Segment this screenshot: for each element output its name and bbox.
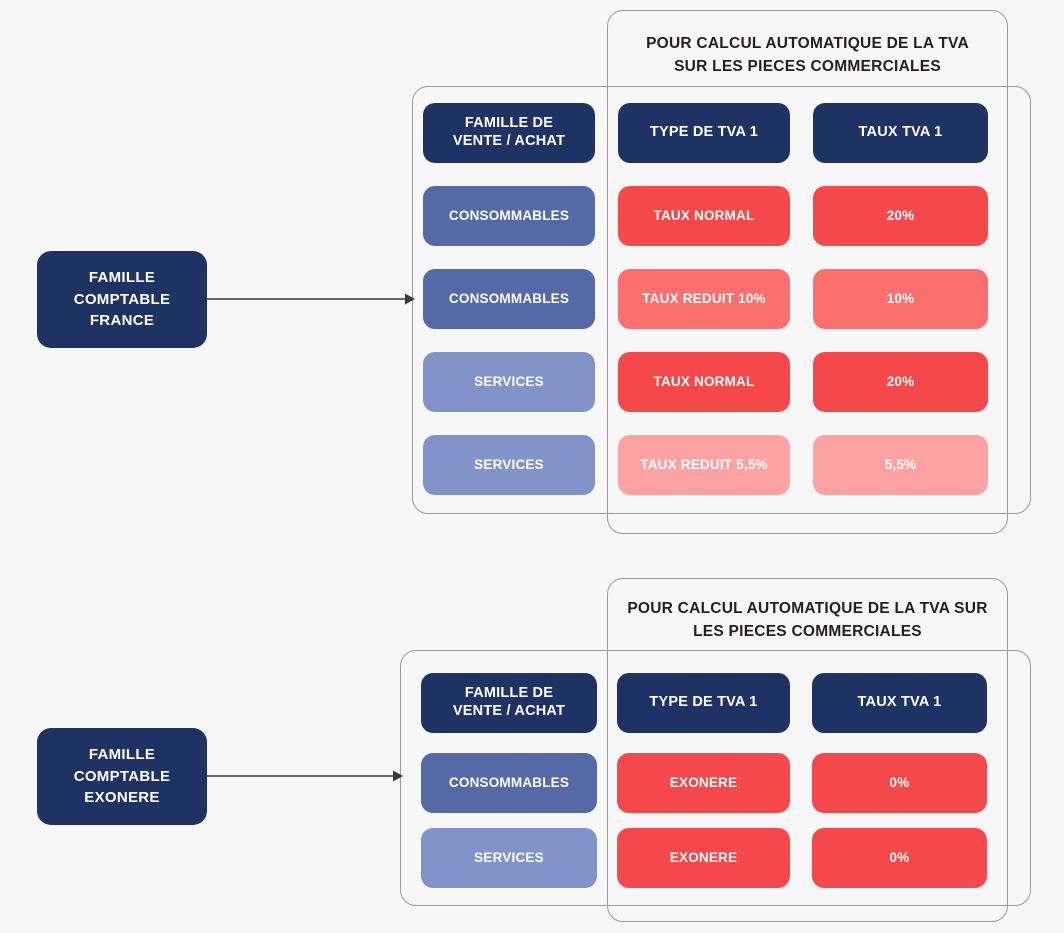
source-exonere-line3: EXONERE: [84, 789, 160, 807]
source-exonere-line1: FAMILLE: [88, 745, 156, 763]
france-col-header-famille: FAMILLE DE VENTE / ACHAT: [423, 103, 595, 163]
france-row-3-famille[interactable]: SERVICES: [423, 435, 595, 495]
france-row-2-type[interactable]: TAUX NORMAL: [618, 352, 790, 412]
exonere-section-title-line1: POUR CALCUL AUTOMATIQUE DE LA TVA SUR: [627, 600, 988, 617]
france-section-title-line1: POUR CALCUL AUTOMATIQUE DE LA TVA: [646, 35, 969, 52]
france-section-title: POUR CALCUL AUTOMATIQUE DE LA TVA SUR LE…: [612, 32, 1003, 79]
exonere-col-header-famille-line1: FAMILLE DE: [464, 685, 554, 702]
exonere-section-title-line2: LES PIECES COMMERCIALES: [693, 623, 922, 641]
france-section-title-line2: SUR LES PIECES COMMERCIALES: [674, 58, 941, 76]
source-exonere-line2: COMPTABLE: [73, 767, 171, 785]
exonere-col-header-famille: FAMILLE DE VENTE / ACHAT: [421, 673, 597, 733]
france-row-2-famille[interactable]: SERVICES: [423, 352, 595, 412]
france-col-header-taux-tva: TAUX TVA 1: [813, 103, 988, 163]
exonere-section-title: POUR CALCUL AUTOMATIQUE DE LA TVA SUR LE…: [612, 597, 1003, 644]
france-row-3-type[interactable]: TAUX REDUIT 5,5%: [618, 435, 790, 495]
france-row-2-taux[interactable]: 20%: [813, 352, 988, 412]
france-row-0-type[interactable]: TAUX NORMAL: [618, 186, 790, 246]
arrow-right-icon-france: [207, 293, 415, 305]
france-col-header-famille-line1: FAMILLE DE: [464, 115, 554, 132]
exonere-row-1-taux[interactable]: 0%: [812, 828, 987, 888]
arrow-right-icon-exonere: [207, 770, 403, 782]
source-box-famille-comptable-france[interactable]: FAMILLE COMPTABLE FRANCE: [37, 251, 207, 348]
france-row-0-taux[interactable]: 20%: [813, 186, 988, 246]
france-row-1-type[interactable]: TAUX REDUIT 10%: [618, 269, 790, 329]
france-row-0-famille[interactable]: CONSOMMABLES: [423, 186, 595, 246]
exonere-col-header-type-tva: TYPE DE TVA 1: [617, 673, 790, 733]
france-row-1-famille[interactable]: CONSOMMABLES: [423, 269, 595, 329]
exonere-col-header-taux-tva: TAUX TVA 1: [812, 673, 987, 733]
exonere-col-header-famille-line2: VENTE / ACHAT: [452, 703, 566, 719]
source-box-famille-comptable-exonere[interactable]: FAMILLE COMPTABLE EXONERE: [37, 728, 207, 825]
exonere-table-frame: [400, 650, 1031, 906]
exonere-row-0-famille[interactable]: CONSOMMABLES: [421, 753, 597, 813]
france-col-header-famille-line2: VENTE / ACHAT: [452, 133, 566, 149]
exonere-row-1-famille[interactable]: SERVICES: [421, 828, 597, 888]
source-france-line2: COMPTABLE: [73, 290, 171, 308]
exonere-row-0-taux[interactable]: 0%: [812, 753, 987, 813]
exonere-row-0-type[interactable]: EXONERE: [617, 753, 790, 813]
source-france-line1: FAMILLE: [88, 268, 156, 286]
france-row-3-taux[interactable]: 5,5%: [813, 435, 988, 495]
france-col-header-type-tva: TYPE DE TVA 1: [618, 103, 790, 163]
exonere-heading-frame: [607, 578, 1008, 922]
source-france-line3: FRANCE: [89, 312, 155, 330]
france-heading-frame: [607, 10, 1008, 534]
france-row-1-taux[interactable]: 10%: [813, 269, 988, 329]
exonere-row-1-type[interactable]: EXONERE: [617, 828, 790, 888]
